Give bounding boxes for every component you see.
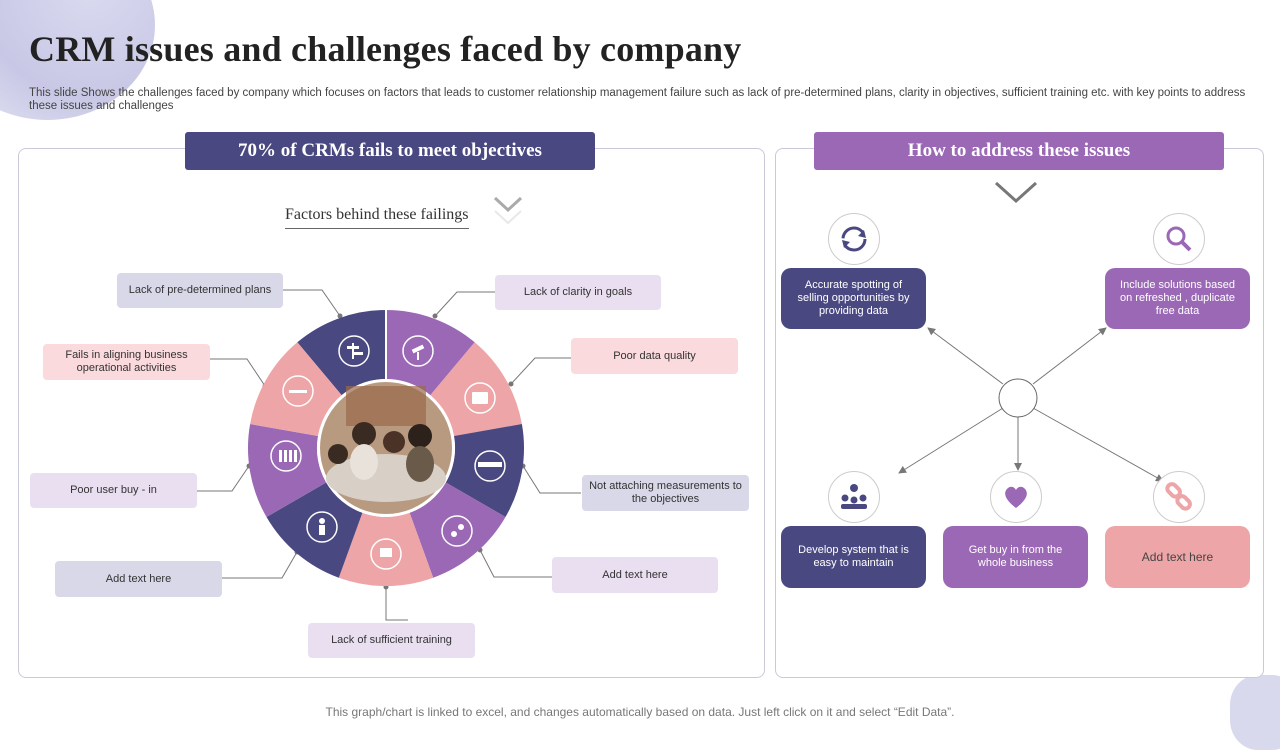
factor-ring — [248, 310, 524, 587]
right-banner: How to address these issues — [814, 132, 1224, 170]
chevron-down-icon — [994, 181, 1038, 204]
presentation-icon — [370, 538, 402, 570]
hub-circle — [998, 378, 1038, 418]
box-develop: Develop system that is easy to maintain — [781, 526, 926, 588]
refresh-icon — [828, 213, 880, 265]
telescope-icon — [402, 335, 434, 367]
box-add: Add text here — [1105, 526, 1250, 588]
segment-add-left — [266, 482, 363, 578]
box-accurate: Accurate spotting of selling opportuniti… — [781, 268, 926, 329]
label-training: Lack of sufficient training — [308, 623, 475, 658]
segment-measurements — [445, 424, 524, 517]
segment-data-quality — [430, 342, 522, 436]
page-title: CRM issues and challenges faced by compa… — [29, 29, 742, 69]
label-user-buy: Poor user buy - in — [30, 473, 197, 508]
segment-aligning — [250, 342, 342, 436]
pen-icon — [282, 375, 314, 407]
label-clarity: Lack of clarity in goals — [495, 275, 661, 310]
label-add-left: Add text here — [55, 561, 222, 597]
network-icon — [828, 471, 880, 523]
box-solutions: Include solutions based on refreshed , d… — [1105, 268, 1250, 329]
label-data-quality: Poor data quality — [571, 338, 738, 374]
link-icon — [1153, 471, 1205, 523]
team-icon — [270, 440, 302, 472]
hub-arrows — [898, 327, 1164, 482]
ruler-icon — [474, 450, 506, 482]
label-aligning: Fails in aligning business operational a… — [43, 344, 210, 380]
segment-predetermined — [297, 310, 386, 396]
chevron-down-icon — [493, 196, 523, 225]
segment-add-right — [409, 482, 506, 578]
scissors-icon — [441, 515, 473, 547]
segment-clarity — [386, 310, 475, 396]
cap-icon — [306, 511, 338, 543]
box-buyin: Get buy in from the whole business — [943, 526, 1088, 588]
page-subtitle: This slide Shows the challenges faced by… — [29, 87, 1246, 112]
label-add-right: Add text here — [552, 557, 718, 593]
signpost-icon — [338, 335, 370, 367]
left-banner: 70% of CRMs fails to meet objectives — [185, 132, 595, 170]
factors-heading: Factors behind these failings — [285, 206, 469, 229]
heart-icon — [990, 471, 1042, 523]
footer-note: This graph/chart is linked to excel, and… — [325, 705, 955, 719]
label-measurements: Not attaching measurements to the object… — [582, 475, 749, 511]
label-predetermined: Lack of pre-determined plans — [117, 273, 283, 308]
magnifier-icon — [1153, 213, 1205, 265]
folder-icon — [464, 382, 496, 414]
